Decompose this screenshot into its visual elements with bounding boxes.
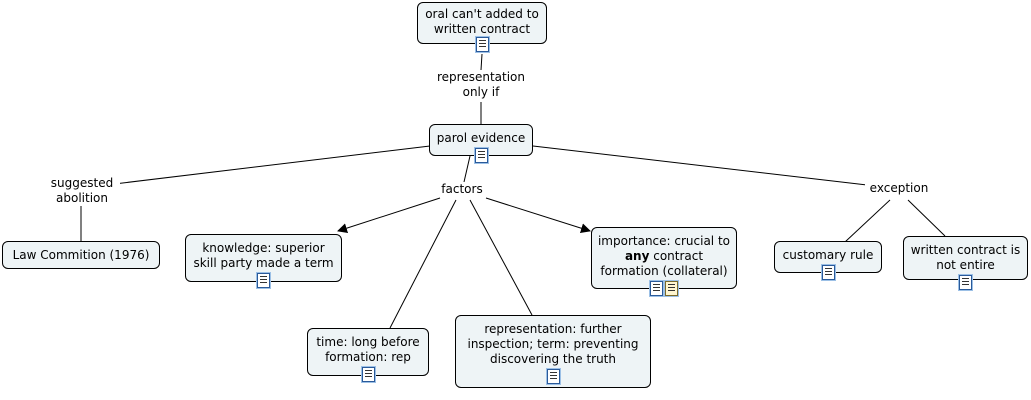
document-icon[interactable] (361, 367, 375, 382)
document-icon[interactable] (959, 275, 972, 290)
concept-label: oral can't added to written contract (425, 7, 539, 36)
note-icon[interactable] (665, 281, 678, 296)
document-icon[interactable] (821, 265, 835, 280)
concept-label: customary rule (782, 248, 874, 262)
concept-importance[interactable]: importance: crucial to any contract form… (591, 227, 737, 296)
concept-written-contract[interactable]: written contract is not entire (903, 236, 1028, 290)
link-parol-to-exception (532, 145, 868, 186)
concept-label: importance: crucial to any contract form… (597, 234, 731, 278)
link-factors-to-knowledge (337, 197, 441, 233)
document-icon[interactable] (546, 369, 560, 384)
concept-label: representation: further inspection; term… (467, 322, 639, 366)
link-oral-to-phrase (480, 53, 483, 71)
document-icon[interactable] (474, 148, 488, 163)
link-factors-to-representation (469, 199, 533, 316)
concept-label: parol evidence (436, 131, 526, 145)
concept-label: Law Commition (1976) (12, 248, 150, 262)
concept-time[interactable]: time: long before formation: rep (307, 328, 429, 382)
link-parol-to-suggested (113, 145, 431, 185)
concept-customary-rule[interactable]: customary rule (774, 241, 882, 280)
concept-representation[interactable]: representation: further inspection; term… (455, 315, 651, 388)
concept-label: knowledge: superior skill party made a t… (193, 241, 334, 270)
document-icon[interactable] (650, 281, 663, 296)
concept-law-commition[interactable]: Law Commition (1976) (2, 241, 160, 269)
document-icon[interactable] (257, 273, 270, 288)
link-factors-to-importance (485, 197, 591, 234)
link-exception-to-customary (844, 199, 891, 243)
concept-knowledge[interactable]: knowledge: superior skill party made a t… (185, 234, 342, 288)
phrase-representation-only-if: representation only if (432, 70, 530, 100)
phrase-factors: factors (436, 182, 488, 197)
concept-parol-evidence[interactable]: parol evidence (429, 124, 533, 163)
link-exception-to-written (907, 199, 946, 237)
document-icon[interactable] (475, 37, 489, 52)
concept-label: time: long before formation: rep (316, 335, 420, 364)
concept-label: written contract is not entire (910, 243, 1021, 272)
phrase-exception: exception (865, 181, 933, 196)
link-parol-to-factors (463, 155, 471, 183)
link-factors-to-time (389, 199, 457, 329)
concept-oral-cant-added[interactable]: oral can't added to written contract (417, 2, 547, 52)
phrase-suggested-abolition: suggested abolition (44, 176, 120, 206)
